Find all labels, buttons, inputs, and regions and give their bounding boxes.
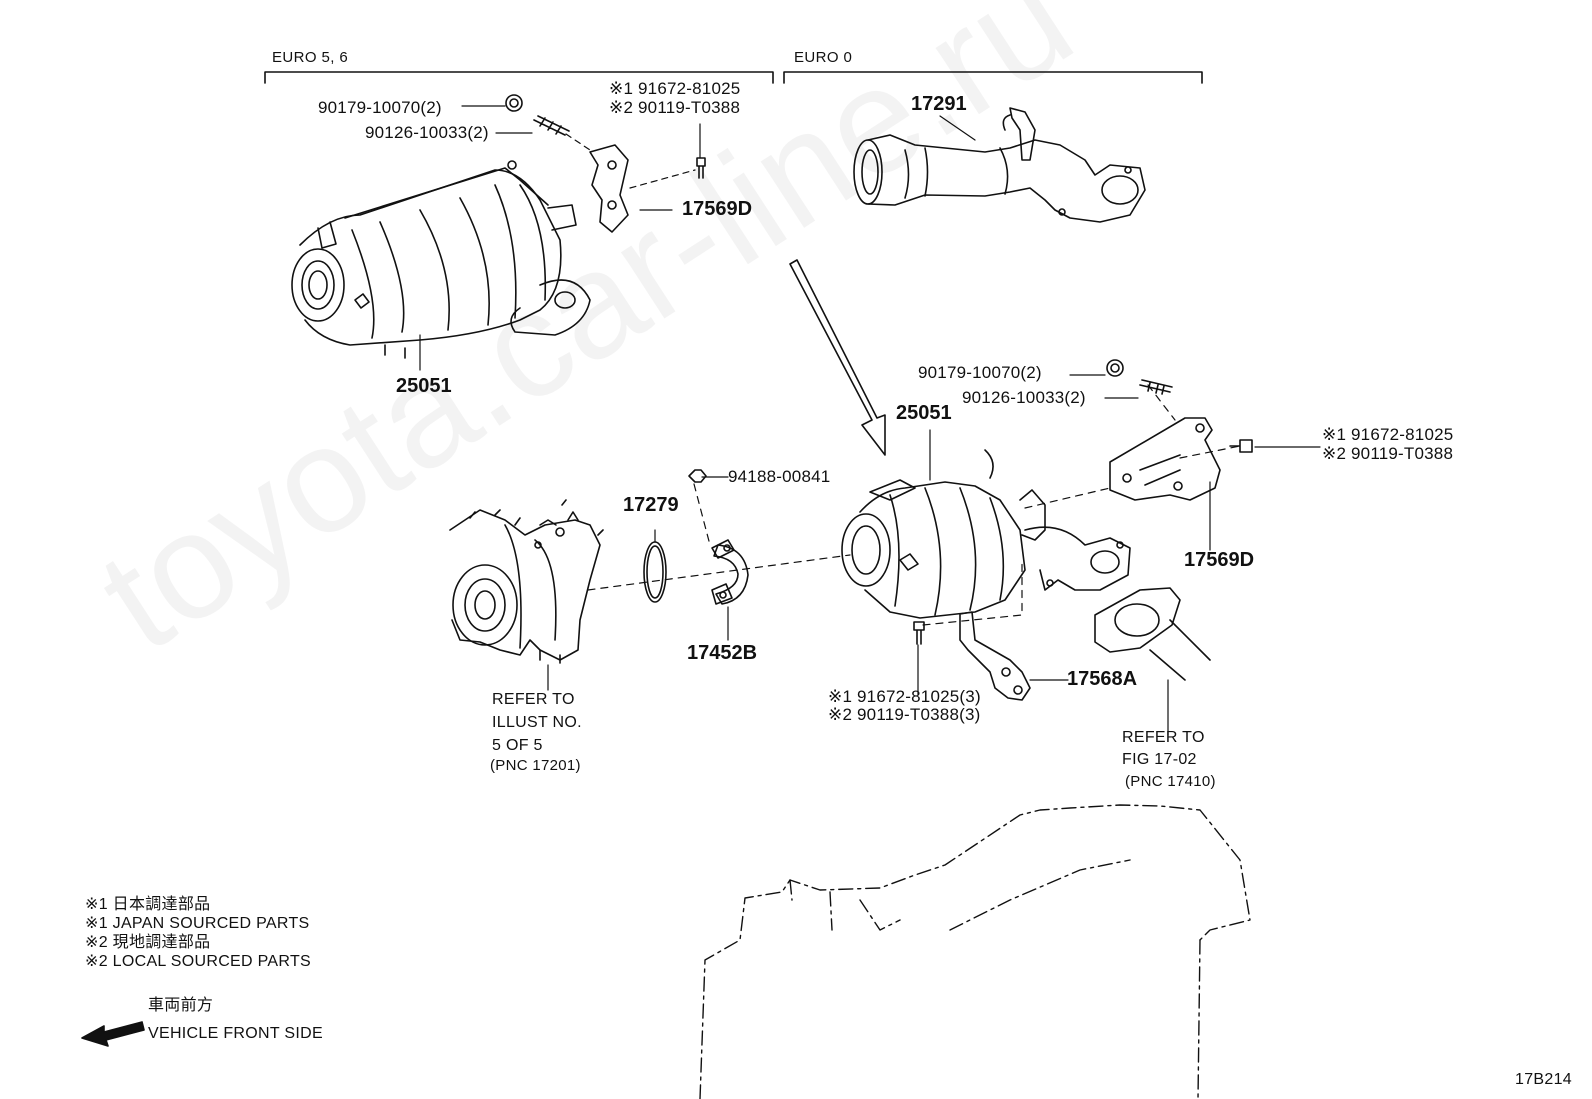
section-bracket-euro0 — [783, 71, 1203, 84]
leaders-top-left — [419, 105, 701, 371]
reference-turbo-line4: (PNC 17201) — [490, 757, 581, 774]
reference-exhaust-line3: (PNC 17410) — [1125, 773, 1216, 790]
direction-label-en: VEHICLE FRONT SIDE — [148, 1025, 323, 1042]
callout-nut-main[interactable]: 90179-10070(2) — [918, 363, 1042, 382]
callout-clamp-nut[interactable]: 94188-00841 — [728, 467, 831, 486]
section-label-euro0: EURO 0 — [794, 49, 853, 66]
turbocharger-reference — [449, 499, 604, 664]
callout-bolt1-top[interactable]: ※1 91672-81025 — [609, 79, 741, 98]
reference-turbo-line3: 5 OF 5 — [492, 737, 543, 754]
callout-stay-bolt1[interactable]: ※1 91672-81025(3) — [828, 687, 981, 706]
leaders-top-right — [939, 115, 976, 141]
gasket-ring-17279 — [643, 541, 667, 603]
reference-exhaust-line2: FIG 17-02 — [1122, 751, 1197, 768]
callout-nut-top[interactable]: 90179-10070(2) — [318, 98, 442, 117]
section-label-euro56: EURO 5, 6 — [272, 49, 349, 66]
direction-label-jp: 車両前方 — [148, 997, 214, 1014]
figure-code: 17B214 — [1515, 1071, 1572, 1088]
callout-stay[interactable]: 17568A — [1067, 668, 1138, 690]
callout-stud-main[interactable]: 90126-10033(2) — [962, 388, 1086, 407]
converter-main — [841, 449, 1131, 619]
callout-bolt2-main[interactable]: ※2 90119-T0388 — [1322, 444, 1454, 463]
callout-stud-top[interactable]: 90126-10033(2) — [365, 123, 489, 142]
converter-euro56 — [291, 160, 591, 359]
legend-line4: ※2 LOCAL SOURCED PARTS — [85, 953, 311, 970]
front-direction-arrow — [81, 1021, 145, 1047]
reference-turbo-line2: ILLUST NO. — [492, 714, 582, 731]
clamp-17452B — [711, 539, 749, 605]
callout-clamp[interactable]: 17452B — [687, 642, 758, 664]
section-bracket-euro56 — [264, 71, 774, 84]
callout-stay-bolt2[interactable]: ※2 90119-T0388(3) — [828, 705, 981, 724]
dashed-connections — [587, 384, 1241, 626]
callout-converter-main[interactable]: 25051 — [896, 402, 952, 424]
leaders-main — [547, 374, 1321, 736]
callout-pipe[interactable]: 17291 — [911, 93, 967, 115]
reference-turbo-line1: REFER TO — [492, 691, 575, 708]
fasteners-top-left — [505, 94, 706, 179]
pipe-17291 — [853, 107, 1146, 223]
legend-line3: ※2 現地調達部品 — [85, 934, 211, 951]
legend-line2: ※1 JAPAN SOURCED PARTS — [85, 915, 310, 932]
reference-exhaust-line1: REFER TO — [1122, 729, 1205, 746]
legend-line1: ※1 日本調達部品 — [85, 896, 211, 913]
callout-converter-top[interactable]: 25051 — [396, 375, 452, 397]
exhaust-gasket-reference — [1094, 587, 1211, 681]
bracket-17569D-top — [589, 144, 629, 233]
callout-bracket-top[interactable]: 17569D — [682, 198, 753, 220]
arrow-indicator — [789, 259, 886, 456]
bracket-17569D-main — [1109, 417, 1221, 501]
engine-outline — [699, 804, 1251, 1099]
callout-gasket-ring[interactable]: 17279 — [623, 494, 679, 516]
stay-17568A — [959, 611, 1031, 701]
callout-bolt2-top[interactable]: ※2 90119-T0388 — [609, 98, 741, 117]
callout-bracket-main[interactable]: 17569D — [1184, 549, 1255, 571]
callout-bolt1-main[interactable]: ※1 91672-81025 — [1322, 425, 1454, 444]
